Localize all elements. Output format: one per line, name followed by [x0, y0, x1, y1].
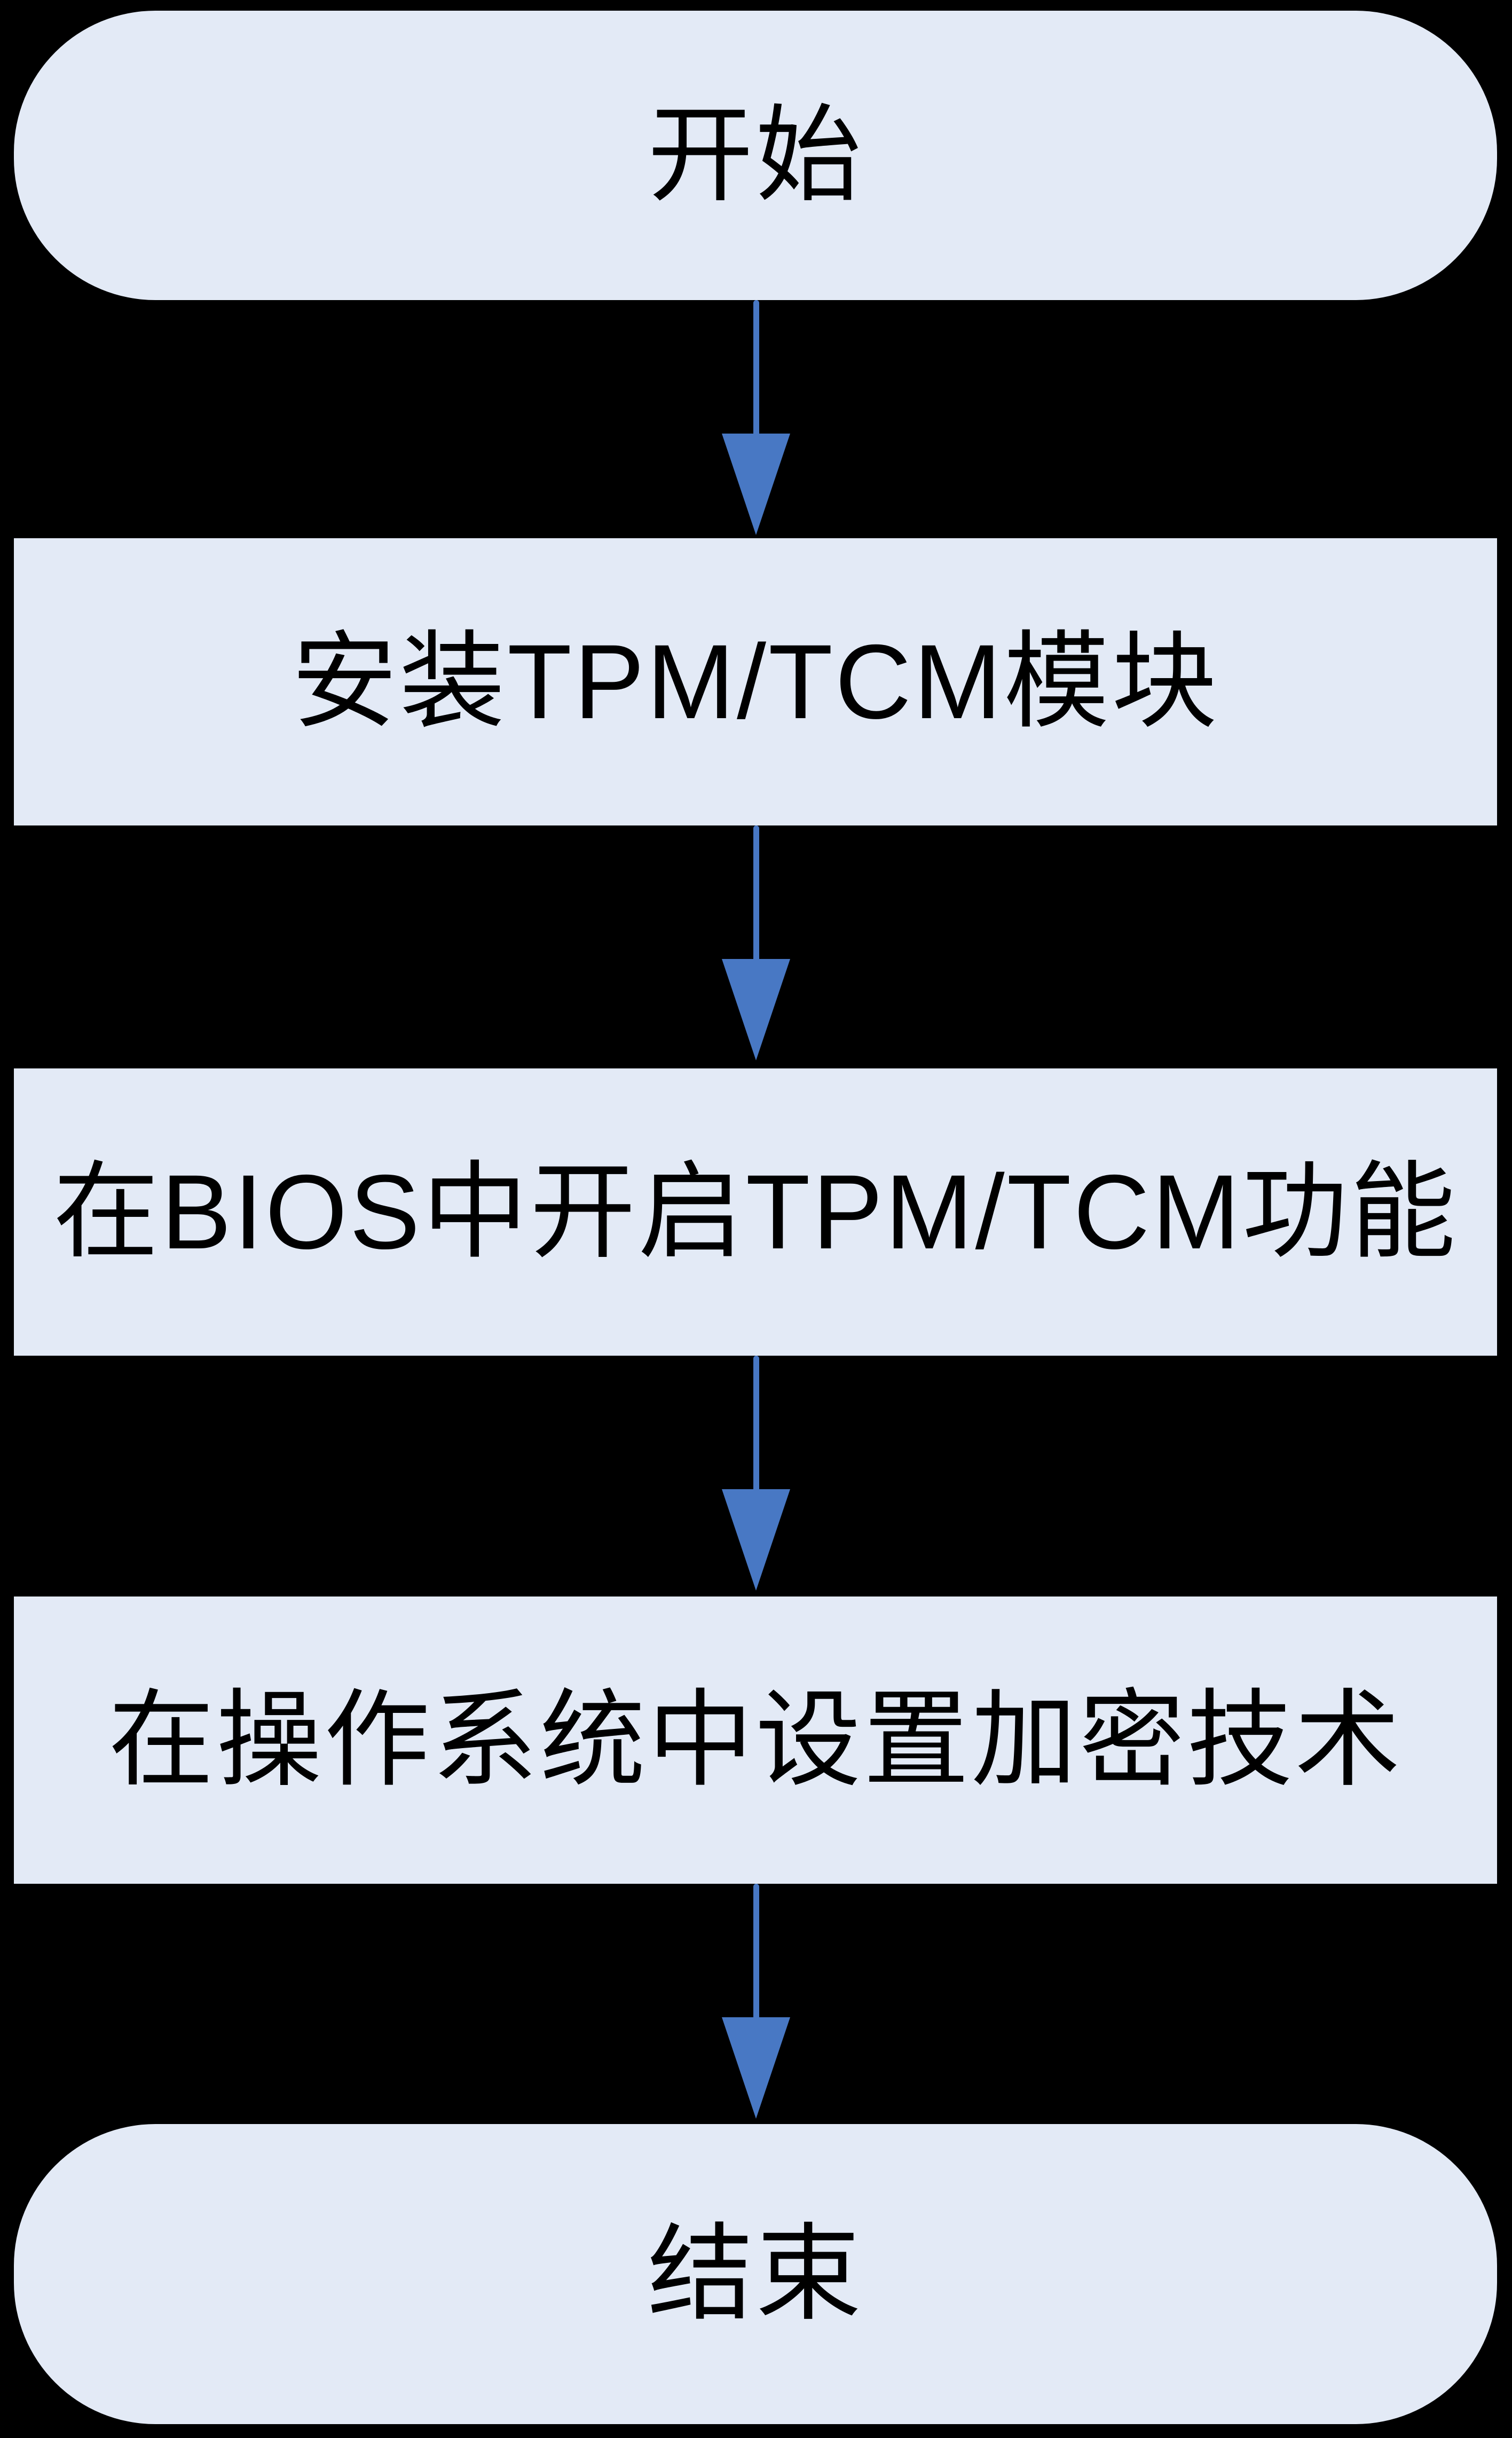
- arrow-head-down-icon: [722, 1489, 790, 1591]
- arrow-head-down-icon: [722, 434, 790, 535]
- node-start-terminator: 开始: [14, 11, 1497, 300]
- node-step-1-label: 安装TPM/TCM模块: [292, 623, 1219, 741]
- arrow-shaft: [753, 1356, 759, 1489]
- node-step-2-process: 在BIOS中开启TPM/TCM功能: [14, 1068, 1497, 1356]
- node-step-3-process: 在操作系统中设置加密技术: [14, 1597, 1497, 1884]
- arrow-shaft: [753, 1884, 759, 2017]
- node-step-3-label: 在操作系统中设置加密技术: [108, 1681, 1403, 1799]
- node-step-1-process: 安装TPM/TCM模块: [14, 538, 1497, 825]
- arrow-shaft: [753, 300, 759, 434]
- node-end-label: 结束: [648, 2215, 863, 2333]
- flow-arrow-4: [0, 1884, 1512, 2119]
- arrow-head-down-icon: [722, 959, 790, 1060]
- node-end-terminator: 结束: [14, 2124, 1497, 2424]
- flow-arrow-3: [0, 1356, 1512, 1591]
- node-start-label: 开始: [648, 96, 863, 214]
- flow-arrow-1: [0, 300, 1512, 535]
- arrow-shaft: [753, 825, 759, 959]
- flow-arrow-2: [0, 825, 1512, 1060]
- arrow-head-down-icon: [722, 2017, 790, 2119]
- node-step-2-label: 在BIOS中开启TPM/TCM功能: [53, 1153, 1458, 1271]
